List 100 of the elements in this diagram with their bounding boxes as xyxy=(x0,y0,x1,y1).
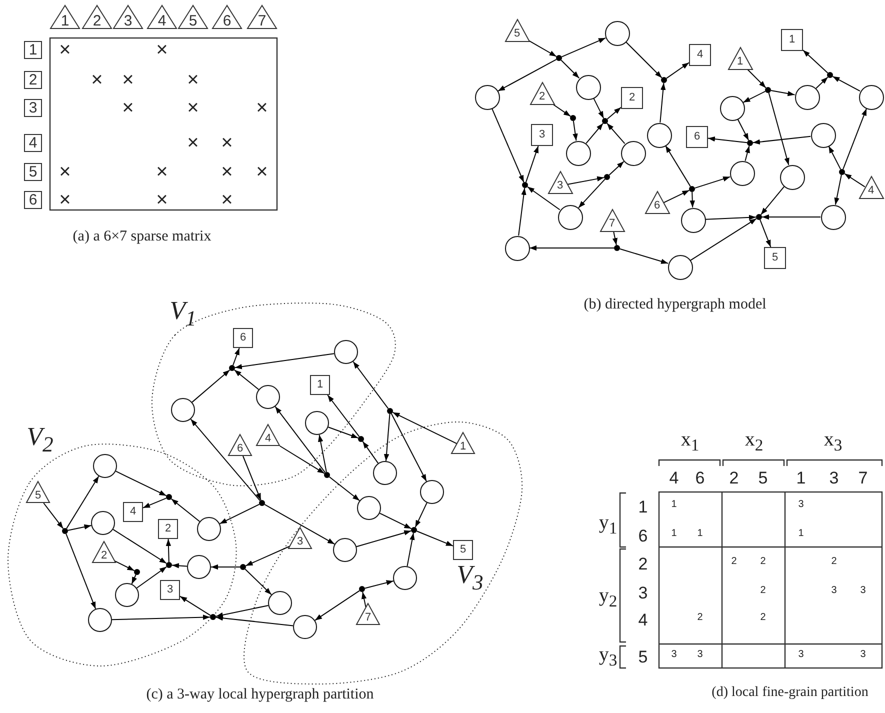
arrow xyxy=(529,245,614,251)
cell-value: 3 xyxy=(798,650,804,660)
arrow xyxy=(606,106,622,120)
arrow xyxy=(416,530,454,546)
part-label: V$_{3}$ xyxy=(456,562,484,594)
arrow xyxy=(694,176,731,189)
cross-mark: × xyxy=(59,40,71,60)
arrow xyxy=(328,476,360,502)
figure-caption: (c) a 3-way local hypergraph partition xyxy=(146,688,374,702)
vertex-circle xyxy=(187,555,211,579)
arrow xyxy=(525,146,539,183)
arrow xyxy=(219,504,260,524)
vertex-circle xyxy=(858,84,884,110)
cell-value: 3 xyxy=(798,500,804,510)
arrow xyxy=(318,434,327,473)
arrow xyxy=(834,174,842,206)
vertex-circle xyxy=(474,84,500,110)
node-number: 7 xyxy=(364,612,372,624)
vertex-circle xyxy=(420,480,444,504)
vertex-circle xyxy=(171,398,195,422)
vertex-circle xyxy=(558,204,582,230)
arrow xyxy=(593,98,604,119)
node-number: 2 xyxy=(92,13,102,28)
cell-value: 2 xyxy=(760,586,766,596)
vertex-circle xyxy=(576,74,600,100)
arrow xyxy=(274,406,326,474)
square-node xyxy=(686,126,708,148)
arrow xyxy=(112,614,210,620)
cross-mark: × xyxy=(91,70,103,90)
arrow xyxy=(384,414,390,462)
arrow xyxy=(172,563,188,568)
arrow xyxy=(180,596,211,616)
junction-dot xyxy=(240,564,246,570)
row-header: 2 xyxy=(638,556,648,572)
vertex-circle xyxy=(720,96,744,120)
arrow xyxy=(768,92,790,166)
node-number: 5 xyxy=(772,252,778,264)
arrow xyxy=(802,50,828,74)
vertex-circle xyxy=(620,140,646,166)
node-number: 3 xyxy=(538,130,546,140)
junction-dot xyxy=(166,562,172,568)
vertex-circle xyxy=(115,583,139,607)
arrow xyxy=(192,369,230,403)
triangle-node xyxy=(113,5,143,29)
arrow xyxy=(760,186,785,216)
node-number: 4 xyxy=(158,13,166,28)
arrow xyxy=(215,604,269,618)
vertex-circle xyxy=(91,511,115,535)
junction-dot xyxy=(358,436,364,442)
cross-mark: × xyxy=(187,70,199,90)
junction-dot xyxy=(387,408,393,414)
vertex-circle xyxy=(333,538,357,562)
square-node xyxy=(24,71,42,89)
arrow xyxy=(379,512,412,530)
part-label: x$_{2}$ xyxy=(744,430,764,454)
arrow xyxy=(619,248,669,264)
square-node xyxy=(621,87,643,109)
vertex-circle xyxy=(820,204,846,230)
triangle-node xyxy=(858,176,884,198)
node-number: 3 xyxy=(556,180,564,192)
cell-value: 1 xyxy=(697,529,703,539)
node-number: 2 xyxy=(538,91,546,102)
triangle-node xyxy=(228,434,252,456)
arrow xyxy=(234,353,335,370)
triangle-node xyxy=(504,18,530,42)
arrow xyxy=(328,426,359,438)
arrow xyxy=(142,498,167,508)
vertex-circle xyxy=(197,517,221,541)
arrow xyxy=(561,37,606,58)
cell-value: 2 xyxy=(831,557,837,567)
junction-dot xyxy=(839,169,845,175)
arrow xyxy=(660,82,666,124)
junction-dot xyxy=(324,472,330,478)
arrow xyxy=(518,187,526,236)
arrow xyxy=(760,219,772,248)
arrow xyxy=(67,524,92,531)
arrow xyxy=(232,348,240,366)
node-number: 6 xyxy=(694,132,700,142)
figure-caption: (a) a 6×7 sparse matrix xyxy=(72,230,212,244)
arrow xyxy=(560,60,580,79)
junction-dot xyxy=(556,55,562,61)
triangle-node xyxy=(178,5,208,29)
cross-mark: × xyxy=(156,162,168,182)
triangle-node xyxy=(92,541,116,563)
cross-mark: × xyxy=(187,98,199,118)
node-number: 7 xyxy=(258,13,266,28)
arrow xyxy=(690,192,695,208)
arrow xyxy=(414,502,428,528)
vertex-circle xyxy=(268,591,292,615)
arrow xyxy=(690,218,757,261)
node-number: 6 xyxy=(28,192,38,208)
arrow xyxy=(356,530,412,548)
node-number: 3 xyxy=(124,13,132,28)
cell-value: 1 xyxy=(671,500,677,510)
cross-mark: × xyxy=(59,162,71,182)
row-header: 5 xyxy=(638,648,648,666)
part-label: x$_{3}$ xyxy=(824,430,842,454)
triangle-node xyxy=(451,432,475,454)
arrow xyxy=(406,532,415,567)
cross-mark: × xyxy=(122,98,134,118)
